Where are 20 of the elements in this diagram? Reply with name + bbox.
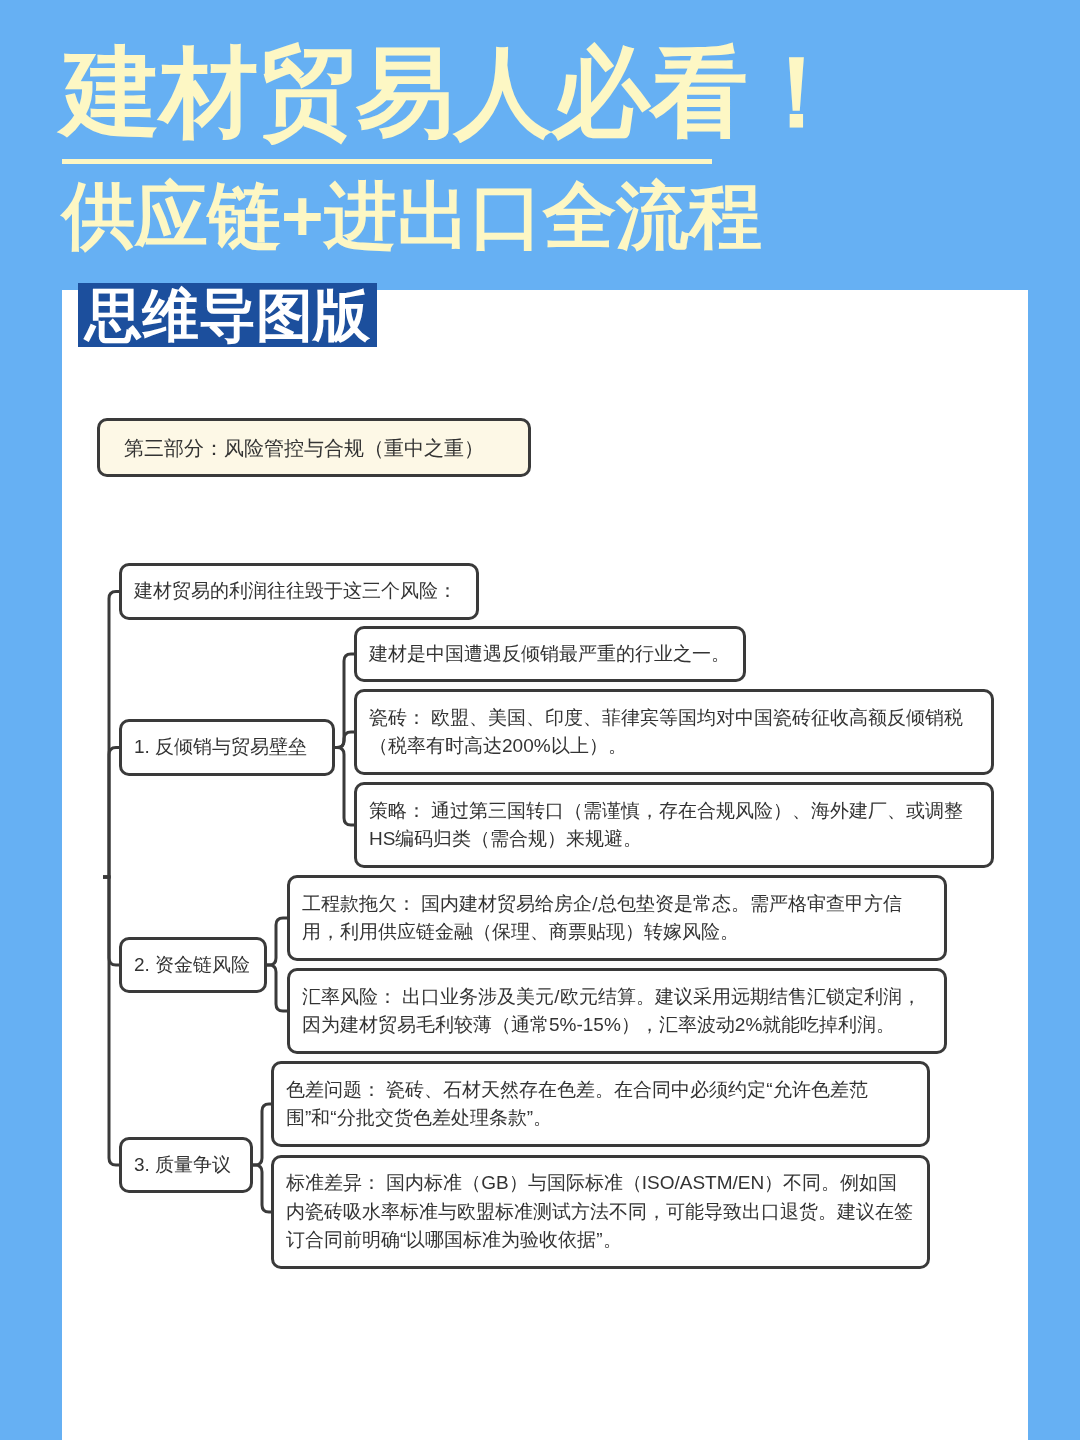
branch-box: 3. 质量争议	[119, 1137, 253, 1193]
detail-box: 色差问题： 瓷砖、石材天然存在色差。在合同中必须约定“允许色差范围”和“分批交货色差处理条款”。	[271, 1061, 930, 1147]
branch-box: 1. 反倾销与贸易壁垒	[119, 719, 335, 776]
connector-line	[334, 746, 354, 827]
detail-box: 工程款拖欠： 国内建材贸易给房企/总包垫资是常态。需严格审查甲方信用，利用供应链金融（保理、商票贴现）转嫁风险。	[287, 875, 947, 961]
branch-box: 2. 资金链风险	[119, 937, 267, 993]
detail-box: 汇率风险： 出口业务涉及美元/欧元结算。建议采用远期结售汇锁定利润，因为建材贸易毛利较薄（通常5%-15%），汇率波动2%就能吃掉利润。	[287, 968, 947, 1054]
title-text: 建材贸易人必看！	[48, 26, 860, 159]
detail-box: 标准差异： 国内标准（GB）与国际标准（ISO/ASTM/EN）不同。例如国内瓷砖吸水率标准与欧盟标准测试方法不同，可能导致出口退货。建议在签订合同前明确“以哪国标准为验收依据”。	[271, 1155, 930, 1269]
connector-line	[252, 1102, 272, 1167]
subtitle-text: 供应链+进出口全流程	[59, 174, 763, 258]
heading-box: 第三部分：风险管控与合规（重中之重）	[97, 418, 531, 477]
topic-box: 建材贸易的利润往往毁于这三个风险：	[119, 563, 479, 620]
connector-line	[252, 1163, 272, 1214]
detail-box: 瓷砖： 欧盟、美国、印度、菲律宾等国均对中国瓷砖征收高额反倾销税（税率有时高达200%以上）。	[354, 689, 994, 775]
detail-box: 建材是中国遭遇反倾销最严重的行业之一。	[354, 626, 746, 682]
tag-label: 思维导图版	[78, 283, 377, 347]
detail-box: 策略： 通过第三国转口（需谨慎，存在合规风险）、海外建厂、或调整HS编码归类（需合规）来规避。	[354, 782, 994, 868]
connector-line	[266, 916, 287, 967]
connector-line	[266, 963, 287, 1013]
